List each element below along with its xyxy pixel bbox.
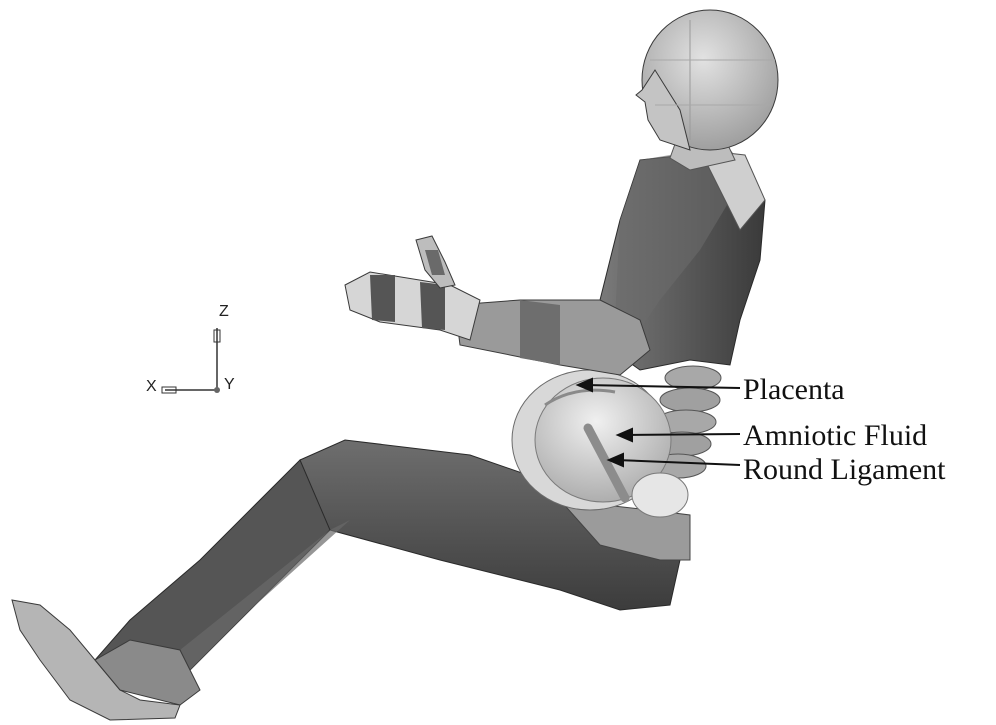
placenta-label: Placenta [743, 375, 845, 405]
round-ligament-label: Round Ligament [743, 455, 945, 485]
axis-y-label: Y [224, 377, 235, 393]
head [636, 10, 778, 150]
arm [345, 236, 650, 375]
axis-triad [162, 328, 220, 393]
amniotic-fluid-arrow-line [625, 434, 740, 435]
amniotic-fluid-label: Amniotic Fluid [743, 421, 927, 451]
axis-z-label: Z [219, 304, 229, 320]
axis-x-label: X [146, 379, 157, 395]
